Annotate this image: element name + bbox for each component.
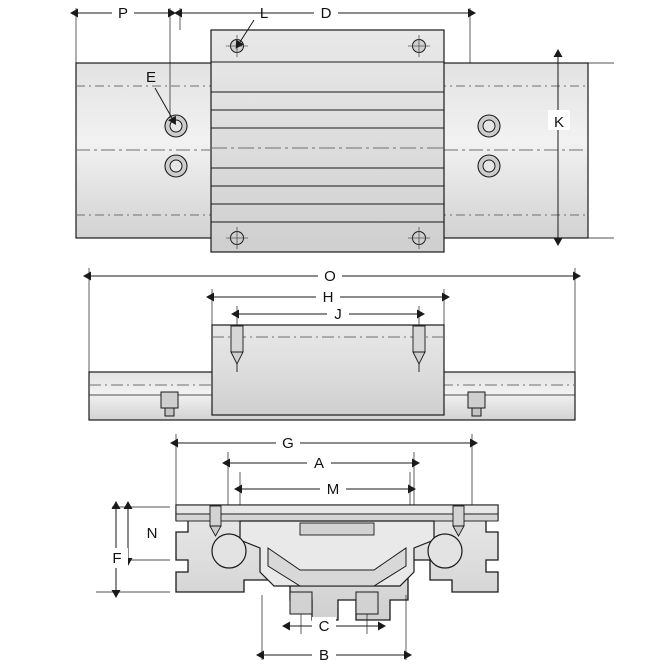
dimension-G: G: [170, 434, 478, 452]
dimension-label-C: C: [319, 618, 330, 635]
ball-bearing-left: [211, 533, 247, 569]
section-foot-right: [355, 591, 379, 615]
dimension-B: B: [256, 595, 412, 664]
dimension-label-E: E: [146, 69, 156, 86]
dimension-label-M: M: [327, 481, 340, 498]
dimension-label-P: P: [118, 5, 128, 22]
dimension-label-G: G: [282, 435, 294, 452]
block-mounting-hole-bottom-left: [226, 227, 248, 249]
block-mounting-hole-bottom-right: [408, 227, 430, 249]
rail-hole-left-upper: [164, 114, 188, 138]
section-rail-inner: [267, 547, 407, 587]
dimension-label-D: D: [321, 5, 332, 22]
dimension-D: D: [174, 4, 476, 22]
section-second-band: [175, 513, 499, 522]
dimension-label-L: L: [260, 5, 268, 22]
dimension-label-F: F: [112, 550, 121, 567]
section-foot-left: [289, 591, 313, 615]
rail-hole-left-lower: [164, 154, 188, 178]
dimension-label-B: B: [319, 647, 329, 664]
dimension-C: C: [282, 614, 386, 635]
front-screw-left: [230, 325, 244, 372]
rail-hole-right-lower: [477, 154, 501, 178]
dimension-label-N: N: [147, 525, 158, 542]
top-view: P D K L E: [70, 4, 614, 253]
dimension-label-O: O: [324, 268, 336, 285]
dimension-label-A: A: [314, 455, 324, 472]
dimension-K: K: [548, 49, 614, 246]
section-screw-right: [452, 505, 465, 537]
front-rail-screw-right: [467, 391, 486, 417]
block-mounting-hole-top-right: [408, 35, 430, 57]
dimension-label-K: K: [554, 114, 564, 131]
section-top-plate: [175, 504, 499, 515]
dimension-label-H: H: [323, 289, 334, 306]
section-rail-top-groove: [299, 522, 375, 536]
leader-E: E: [146, 69, 176, 125]
front-carriage-block: [211, 324, 445, 416]
dimension-M: M: [234, 480, 416, 498]
front-rail-screw-left: [160, 391, 179, 417]
dimension-P: P: [70, 4, 176, 22]
section-view: G A M N F: [96, 434, 499, 664]
front-view: O H J: [83, 267, 581, 421]
front-screw-right: [412, 325, 426, 372]
dimension-O: O: [83, 267, 581, 285]
section-screw-left: [209, 505, 222, 537]
ball-bearing-right: [427, 533, 463, 569]
dimension-F: F: [96, 501, 170, 598]
dimension-J: J: [231, 305, 425, 323]
top-carriage-block: [210, 29, 445, 253]
dimension-H: H: [206, 288, 450, 306]
dimension-A: A: [222, 454, 420, 472]
dimension-label-J: J: [334, 306, 342, 323]
rail-hole-right-upper: [477, 114, 501, 138]
leader-L: L: [235, 5, 268, 49]
